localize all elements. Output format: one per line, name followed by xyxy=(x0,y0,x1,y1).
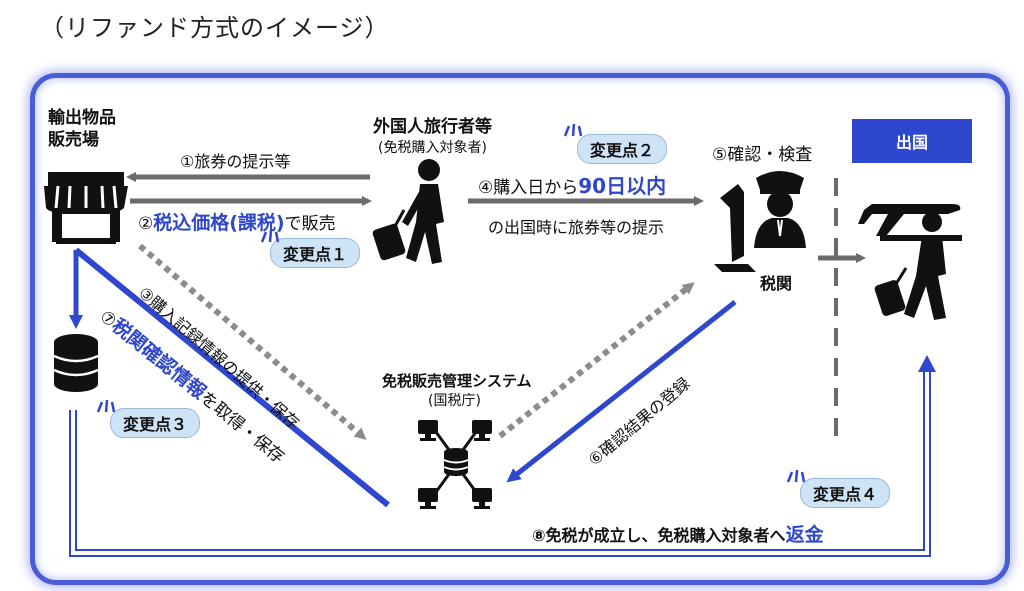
server-stripes xyxy=(443,459,469,471)
traveler-label: 外国人旅行者等 xyxy=(373,117,492,137)
diagram-frame xyxy=(30,73,1010,585)
step-8-label: ⑧免税が成立し、免税購入対象者へ返金 xyxy=(532,520,824,547)
highlight-mark-icon xyxy=(96,399,116,413)
step-1-label: ①旅券の提示等 xyxy=(180,152,291,171)
kiosk-icon xyxy=(714,184,756,272)
arrow-6 xyxy=(506,300,737,483)
step-4-prefix: ④購入日から xyxy=(478,178,579,198)
system-label: 免税販売管理システム xyxy=(382,372,532,390)
step-2-label: ②税込価格(課税)で販売 xyxy=(138,208,336,235)
system-sub-label: (国税庁) xyxy=(428,393,481,409)
store-label: 輸出物品 販売場 xyxy=(48,108,116,150)
step-4-line2: の出国時に旅券等の提示 xyxy=(488,218,665,237)
arrow-8-head xyxy=(918,355,936,372)
database-icon xyxy=(53,334,99,392)
customs-officer-icon xyxy=(754,171,806,248)
store-icon xyxy=(44,172,128,244)
highlight-mark-icon xyxy=(786,469,806,483)
customs-label: 税関 xyxy=(760,274,793,293)
step-4-highlight: 90日以内 xyxy=(578,174,667,198)
change-point-3: 変更点３ xyxy=(96,399,201,438)
traveler-icon xyxy=(372,159,444,264)
change-point-4-label: 変更点４ xyxy=(800,478,891,508)
step-4-label: ④購入日から90日以内 xyxy=(478,170,666,199)
traveler-sub-label: (免税購入対象者) xyxy=(378,140,487,156)
step-2-highlight: 税込価格(課税) xyxy=(153,212,285,234)
step-5-label: ⑤確認・検査 xyxy=(712,145,813,165)
arrow-3 xyxy=(138,243,367,440)
arrow-7 xyxy=(74,247,390,508)
step-8-prefix: ⑧免税が成立し、免税購入対象者へ xyxy=(532,526,786,545)
arrow-system-to-customs xyxy=(498,282,695,439)
departing-traveler-icon xyxy=(874,212,962,320)
highlight-mark-icon xyxy=(563,123,583,137)
step-8-highlight: 返金 xyxy=(785,524,824,546)
arrow-8-inner xyxy=(75,368,925,551)
change-point-1-label: 変更点１ xyxy=(270,238,361,268)
change-point-4: 変更点４ xyxy=(786,469,891,508)
computer-icons xyxy=(418,420,492,509)
change-point-2: 変更点２ xyxy=(563,123,668,164)
page-title: （リファンド方式のイメージ） xyxy=(40,14,390,42)
step-2-suffix: で販売 xyxy=(284,214,336,234)
step-2-prefix: ② xyxy=(138,214,154,234)
change-point-1: 変更点１ xyxy=(258,229,361,268)
airplane-icon xyxy=(858,204,961,236)
highlight-mark-icon xyxy=(260,229,280,243)
change-point-3-label: 変更点３ xyxy=(110,408,201,438)
change-point-2-label: 変更点２ xyxy=(577,134,668,164)
arrow-8-outer xyxy=(69,368,931,557)
departure-label: 出国 xyxy=(852,119,972,163)
